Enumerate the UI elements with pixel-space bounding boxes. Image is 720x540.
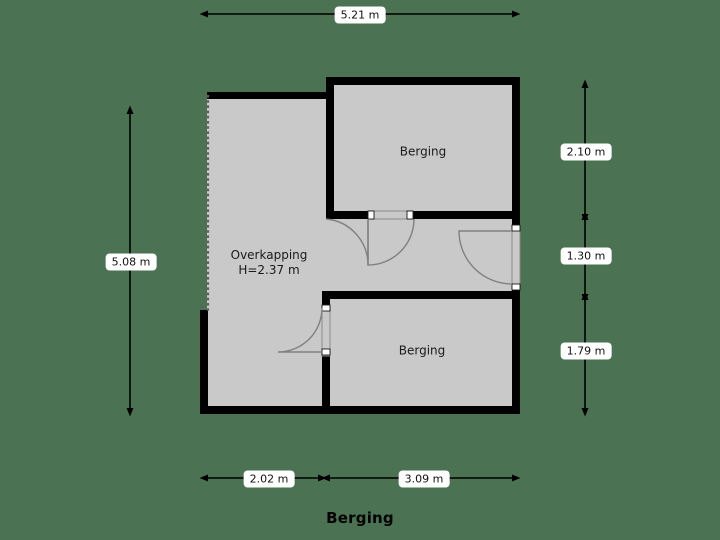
door-jamb-upper-right [406, 210, 414, 220]
room-label-overkapping-name: Overkapping [230, 248, 308, 262]
door-jamb-lower-top [321, 304, 331, 312]
dimension-label-bottom-2: 3.09 m [398, 470, 450, 488]
dimension-label-right-1: 2.10 m [560, 143, 612, 161]
room-label-berging-upper-name: Berging [399, 144, 447, 159]
wall-right-lower [512, 288, 520, 414]
wall-upper-berging-bottom-left [326, 211, 368, 219]
room-label-berging-lower-name: Berging [398, 343, 446, 358]
floor-berging-lower [322, 292, 518, 406]
dimension-label-right-2: 1.30 m [560, 247, 612, 265]
door-leaf-upper [367, 210, 414, 220]
wall-right-upper [512, 77, 520, 225]
wall-lower-berging-left-top [322, 291, 330, 307]
dimension-label-right-3: 1.79 m [560, 342, 612, 360]
floor-berging-upper [326, 84, 518, 218]
door-leaf-right [511, 224, 521, 291]
door-lower-berging[interactable] [277, 304, 331, 357]
door-jamb-right-top [511, 224, 521, 232]
wall-upper-berging-bottom-right [413, 211, 520, 219]
door-swing-arc-upper [367, 218, 415, 266]
room-label-overkapping-height: H=2.37 m [238, 263, 300, 277]
walls [200, 77, 520, 414]
page-title: Berging [326, 509, 394, 527]
door-jamb-lower-bottom [321, 348, 331, 356]
room-label-berging-lower: Berging [399, 344, 446, 359]
floor-overkapping [207, 92, 326, 406]
wall-overkapping-top [207, 92, 333, 99]
dimension-label-bottom-1: 2.02 m [243, 470, 295, 488]
door-right-exterior[interactable] [458, 224, 521, 291]
dimension-label-top-total: 5.21 m [334, 6, 386, 24]
wall-lower-berging-left-bottom [322, 354, 330, 414]
wall-lower-berging-top [322, 291, 520, 299]
floor-fills [207, 84, 518, 406]
floor-corridor [322, 212, 518, 298]
wall-upper-berging-left [326, 77, 334, 219]
room-label-berging-upper: Berging [400, 145, 447, 160]
door-jamb-right-bottom [511, 283, 521, 291]
wall-overkapping-left-lower [200, 310, 208, 413]
dimension-label-left-total: 5.08 m [105, 253, 157, 271]
wall-upper-berging-top [326, 77, 520, 85]
door-upper-berging[interactable] [325, 210, 415, 266]
door-swing-right [458, 230, 513, 285]
door-swing-lower [277, 307, 323, 353]
room-label-overkapping: Overkapping H=2.37 m [231, 248, 308, 278]
wall-bottom [200, 406, 520, 414]
door-jamb-upper-left [367, 210, 375, 220]
door-leaf-lower [321, 304, 331, 357]
